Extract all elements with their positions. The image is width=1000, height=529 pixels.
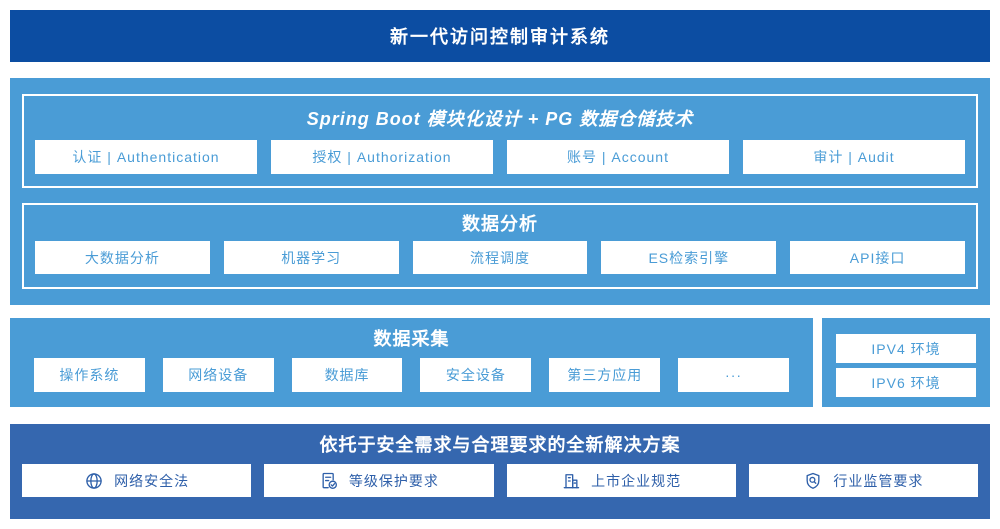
- solution-box-industry-regulation: 行业监管要求: [748, 464, 978, 497]
- collect-box-thirdparty: 第三方应用: [549, 358, 661, 392]
- env-box-ipv4: IPV4 环境: [836, 334, 976, 363]
- analysis-box-ml: 机器学习: [223, 241, 399, 274]
- collect-box-os: 操作系统: [34, 358, 145, 392]
- module-box-account: 账号 | Account: [507, 140, 729, 174]
- solution-box-cybersecurity-law: 网络安全法: [22, 464, 252, 497]
- building-icon: [561, 471, 581, 491]
- springboot-section-title: Spring Boot 模块化设计 + PG 数据仓储技术: [306, 109, 694, 129]
- data-analysis-row: 大数据分析 机器学习 流程调度 ES检索引擎 API接口: [35, 241, 965, 287]
- system-title: 新一代访问控制审计系统: [390, 27, 610, 47]
- data-collection-band: 数据采集 操作系统 网络设备 数据库 安全设备 第三方应用 ··· IPV4 环…: [10, 318, 990, 407]
- env-box-ipv6: IPV6 环境: [836, 368, 976, 397]
- data-collection-row: 操作系统 网络设备 数据库 安全设备 第三方应用 ···: [34, 358, 789, 392]
- collect-box-security-device: 安全设备: [420, 358, 532, 392]
- springboot-modules-row: 认证 | Authentication 授权 | Authorization 账…: [35, 140, 965, 186]
- solution-title: 依托于安全需求与合理要求的全新解决方案: [319, 435, 681, 455]
- analysis-box-bigdata: 大数据分析: [35, 241, 210, 274]
- solution-label: 网络安全法: [114, 472, 190, 489]
- collect-box-network-device: 网络设备: [162, 358, 274, 392]
- collect-box-database: 数据库: [291, 358, 403, 392]
- module-box-authorization: 授权 | Authorization: [271, 140, 493, 174]
- platform-container: Spring Boot 模块化设计 + PG 数据仓储技术 认证 | Authe…: [10, 78, 990, 305]
- solution-label: 上市企业规范: [591, 472, 682, 489]
- analysis-box-workflow: 流程调度: [412, 241, 588, 274]
- collect-box-ellipsis: ···: [678, 358, 789, 392]
- analysis-box-api: API接口: [790, 241, 965, 274]
- document-check-icon: [319, 471, 339, 491]
- ip-environments-panel: IPV4 环境 IPV6 环境: [822, 318, 990, 407]
- globe-icon: [84, 471, 104, 491]
- solution-row: 网络安全法 等级保护要求: [22, 464, 978, 497]
- system-title-banner: 新一代访问控制审计系统: [10, 10, 990, 62]
- solution-box-classified-protection: 等级保护要求: [264, 464, 494, 497]
- solution-label: 等级保护要求: [348, 472, 439, 489]
- solution-section: 依托于安全需求与合理要求的全新解决方案 网络安全法: [10, 424, 990, 519]
- module-box-audit: 审计 | Audit: [743, 140, 965, 174]
- solution-box-listed-company: 上市企业规范: [506, 464, 736, 497]
- module-box-authentication: 认证 | Authentication: [35, 140, 257, 174]
- data-collection-section: 数据采集 操作系统 网络设备 数据库 安全设备 第三方应用 ···: [10, 318, 813, 407]
- data-analysis-title: 数据分析: [462, 214, 538, 234]
- solution-label: 行业监管要求: [833, 472, 924, 489]
- analysis-box-es: ES检索引擎: [601, 241, 777, 274]
- shield-search-icon: [803, 471, 823, 491]
- data-analysis-section: 数据分析 大数据分析 机器学习 流程调度 ES检索引擎 API接口: [22, 203, 978, 289]
- springboot-section: Spring Boot 模块化设计 + PG 数据仓储技术 认证 | Authe…: [22, 94, 978, 188]
- data-collection-title: 数据采集: [373, 329, 450, 349]
